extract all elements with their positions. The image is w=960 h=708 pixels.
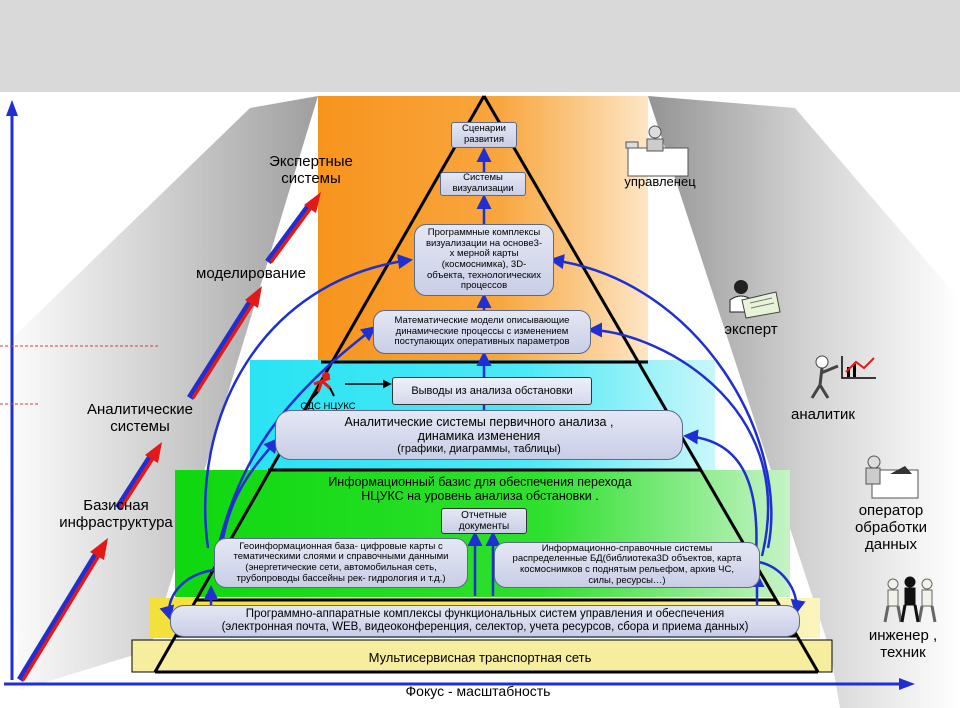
- right-wall: [648, 96, 960, 708]
- analyst-figure: [810, 355, 876, 399]
- role-analyst: аналитик: [791, 406, 855, 423]
- transport-label: Мультисервисная транспортная сеть: [368, 650, 592, 665]
- operator-figure: [865, 455, 919, 499]
- box-analytic-primary: Аналитические системы первичного анализа…: [275, 410, 683, 460]
- left-wall: [0, 96, 318, 690]
- expert-figure: [729, 280, 781, 319]
- box-conclusions: Выводы из анализа обстановки: [392, 377, 592, 405]
- engineer-figure: [883, 576, 937, 623]
- info-base-title: Информационный базис для обеспечения пер…: [328, 475, 632, 504]
- box-hardware: Программно-аппаратные комплексы функцион…: [170, 605, 800, 637]
- label-modeling: моделирование: [196, 265, 306, 282]
- red-blue-arrows: [17, 192, 321, 682]
- manager-figure: [625, 125, 689, 177]
- title-band: [0, 0, 960, 92]
- role-expert: эксперт: [724, 321, 778, 338]
- ods-running-man-icon: [311, 372, 335, 399]
- curved-arrows: [159, 254, 806, 621]
- axes: [4, 100, 915, 690]
- box-geo-base: Геоинформационная база- цифровые карты с…: [214, 538, 468, 588]
- role-manager: управленец: [624, 174, 696, 189]
- role-engineer: инженер ,техник: [868, 627, 938, 661]
- ods-label: ОДС НЦУКС: [300, 401, 356, 412]
- x-axis-label: Фокус - масштабность: [405, 683, 551, 699]
